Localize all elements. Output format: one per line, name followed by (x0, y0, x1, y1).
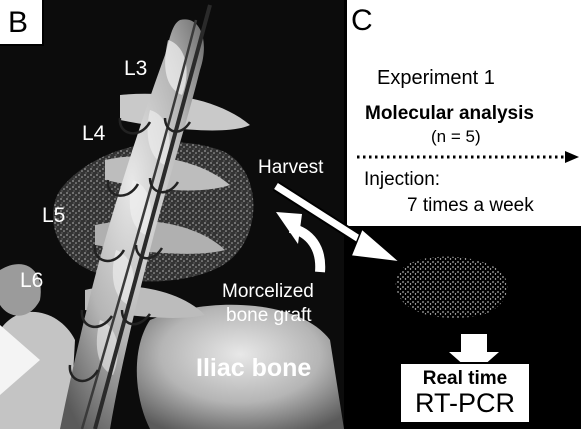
rt-pcr-small-label: Real time (401, 369, 529, 388)
experiment-label: Experiment 1 (377, 68, 495, 88)
dotted-arrow (357, 150, 581, 164)
sample-size-label: (n = 5) (431, 128, 481, 145)
vertebra-label-l3: L3 (124, 58, 147, 79)
vertebra-label-l5: L5 (42, 205, 65, 226)
panel-b-tag: B (0, 0, 44, 46)
analysis-label: Molecular analysis (365, 104, 534, 123)
rt-pcr-box: Real time RT-PCR (399, 362, 531, 424)
graft-label-line2: bone graft (226, 306, 312, 325)
panel-c-schema: C Experiment 1 Molecular analysis (n = 5… (344, 0, 581, 429)
vertebra-label-l6: L6 (20, 270, 43, 291)
vertebra-label-l4: L4 (82, 123, 105, 144)
harvest-label: Harvest (258, 158, 323, 177)
injection-label: Injection: (364, 170, 440, 189)
panel-b-photo: B L3 L4 L5 L6 Harvest Morcelized bone gr… (0, 0, 344, 429)
frequency-label: 7 times a week (407, 196, 534, 215)
panel-c-tag: C (351, 6, 373, 36)
graft-label-line1: Morcelized (222, 282, 314, 301)
iliac-bone-label: Iliac bone (196, 356, 311, 381)
rt-pcr-big-label: RT-PCR (401, 390, 529, 417)
